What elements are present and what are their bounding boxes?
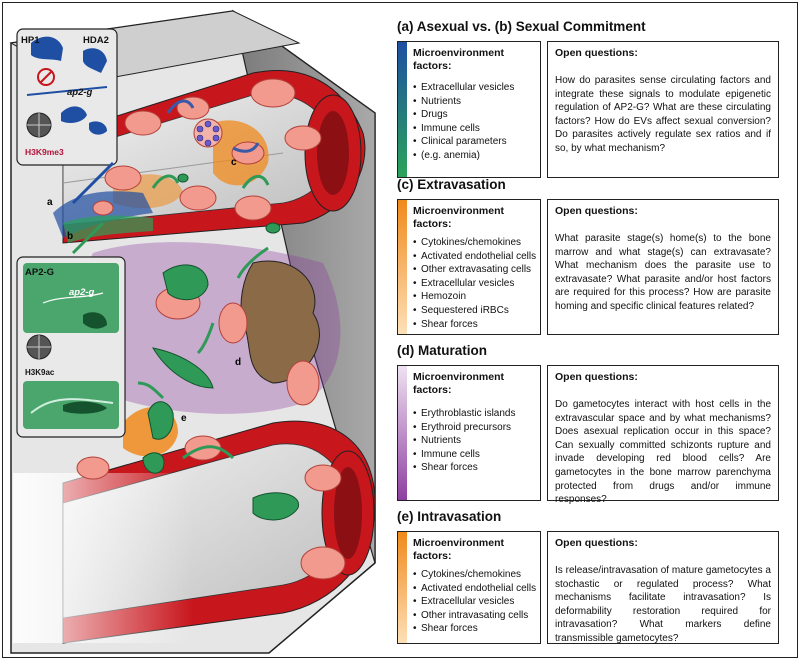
inset-euchromatin: AP2-G ap2-g H3K9ac xyxy=(16,221,126,438)
factor-gradient-bar xyxy=(398,42,407,177)
factor-gradient-bar xyxy=(398,366,407,500)
questions-box: Open questions: How do parasites sense c… xyxy=(547,41,779,178)
section-intravasation: (e) Intravasation Microenvironment facto… xyxy=(397,509,795,649)
bone-marrow-illustration: HP1 HDA2 ap2-g H3K9me3 AP2-G ap2-g H3K9a… xyxy=(9,9,376,654)
factors-box: Microenvironment factors: Cytokines/chem… xyxy=(397,531,541,644)
ap2g-protein-label: AP2-G xyxy=(25,267,54,278)
section-title: (a) Asexual vs. (b) Sexual Commitment xyxy=(397,19,646,34)
questions-text: How do parasites sense circulating facto… xyxy=(555,75,771,154)
factor-item: Shear forces xyxy=(413,318,536,332)
factor-item: Immune cells xyxy=(413,448,536,462)
questions-text: Is release/intravasation of mature gamet… xyxy=(555,565,771,644)
gametocytes xyxy=(142,173,299,521)
label-d: d xyxy=(235,357,241,368)
factor-gradient-bar xyxy=(398,532,407,643)
factor-item: Extracellular vesicles xyxy=(413,277,536,291)
factor-item: Activated endothelial cells xyxy=(413,582,536,596)
factor-item: Immune cells xyxy=(413,122,536,136)
factor-item: Hemozoin xyxy=(413,290,536,304)
questions-heading: Open questions: xyxy=(555,537,638,549)
section-maturation: (d) Maturation Microenvironment factors:… xyxy=(397,343,795,505)
factor-item: Shear forces xyxy=(413,622,536,636)
section-extravasation: (c) Extravasation Microenvironment facto… xyxy=(397,177,795,337)
schizont-rosette xyxy=(193,118,223,148)
factors-heading: Microenvironment factors: xyxy=(413,205,505,230)
h3k9me3-label: H3K9me3 xyxy=(25,147,64,157)
questions-heading: Open questions: xyxy=(555,205,638,217)
inset-heterochromatin: HP1 HDA2 ap2-g H3K9me3 xyxy=(16,28,118,205)
factor-item: Cytokines/chemokines xyxy=(413,236,536,250)
ap2g-gene-label-top: ap2-g xyxy=(67,87,93,98)
hda2-label: HDA2 xyxy=(83,35,109,46)
section-commitment: (a) Asexual vs. (b) Sexual Commitment Mi… xyxy=(397,19,795,179)
section-title: (c) Extravasation xyxy=(397,177,506,192)
questions-text: Do gametocytes interact with host cells … xyxy=(555,399,771,506)
factor-item: (e.g. anemia) xyxy=(413,149,536,163)
ap2g-gene-label-bottom: ap2-g xyxy=(69,287,95,298)
questions-heading: Open questions: xyxy=(555,371,638,383)
factor-gradient-bar xyxy=(398,200,407,334)
hp1-label: HP1 xyxy=(21,35,40,46)
factor-item: Activated endothelial cells xyxy=(413,250,536,264)
label-b: b xyxy=(67,231,73,242)
factor-item: Drugs xyxy=(413,108,536,122)
questions-text: What parasite stage(s) home(s) to the bo… xyxy=(555,233,771,312)
factor-item: Extracellular vesicles xyxy=(413,81,536,95)
questions-box: Open questions: Is release/intravasation… xyxy=(547,531,779,644)
factor-item: Erythroid precursors xyxy=(413,421,536,435)
label-c: c xyxy=(231,157,237,168)
questions-box: Open questions: What parasite stage(s) h… xyxy=(547,199,779,335)
process-arrows xyxy=(137,99,270,460)
factor-item: Nutrients xyxy=(413,95,536,109)
h3k9ac-label: H3K9ac xyxy=(25,368,55,377)
factor-item: Other intravasating cells xyxy=(413,609,536,623)
factor-item: Clinical parameters xyxy=(413,135,536,149)
factor-item: Other extravasating cells xyxy=(413,263,536,277)
factor-item: Shear forces xyxy=(413,461,536,475)
factors-box: Microenvironment factors: Cytokines/chem… xyxy=(397,199,541,335)
factor-item: Nutrients xyxy=(413,434,536,448)
factors-heading: Microenvironment factors: xyxy=(413,47,505,72)
questions-heading: Open questions: xyxy=(555,47,638,59)
section-title: (d) Maturation xyxy=(397,343,487,358)
factors-heading: Microenvironment factors: xyxy=(413,537,505,562)
lower-blood-vessel xyxy=(13,420,376,644)
label-a: a xyxy=(47,197,53,208)
factor-item: Cytokines/chemokines xyxy=(413,568,536,582)
factor-item: Sequestered iRBCs xyxy=(413,304,536,318)
factors-box: Microenvironment factors: Extracellular … xyxy=(397,41,541,178)
factors-heading: Microenvironment factors: xyxy=(413,371,505,396)
section-title: (e) Intravasation xyxy=(397,509,502,524)
factors-box: Microenvironment factors: Erythroblastic… xyxy=(397,365,541,501)
factor-item: Erythroblastic islands xyxy=(413,407,536,421)
questions-box: Open questions: Do gametocytes interact … xyxy=(547,365,779,505)
factor-item: Extracellular vesicles xyxy=(413,595,536,609)
label-e: e xyxy=(181,413,187,424)
